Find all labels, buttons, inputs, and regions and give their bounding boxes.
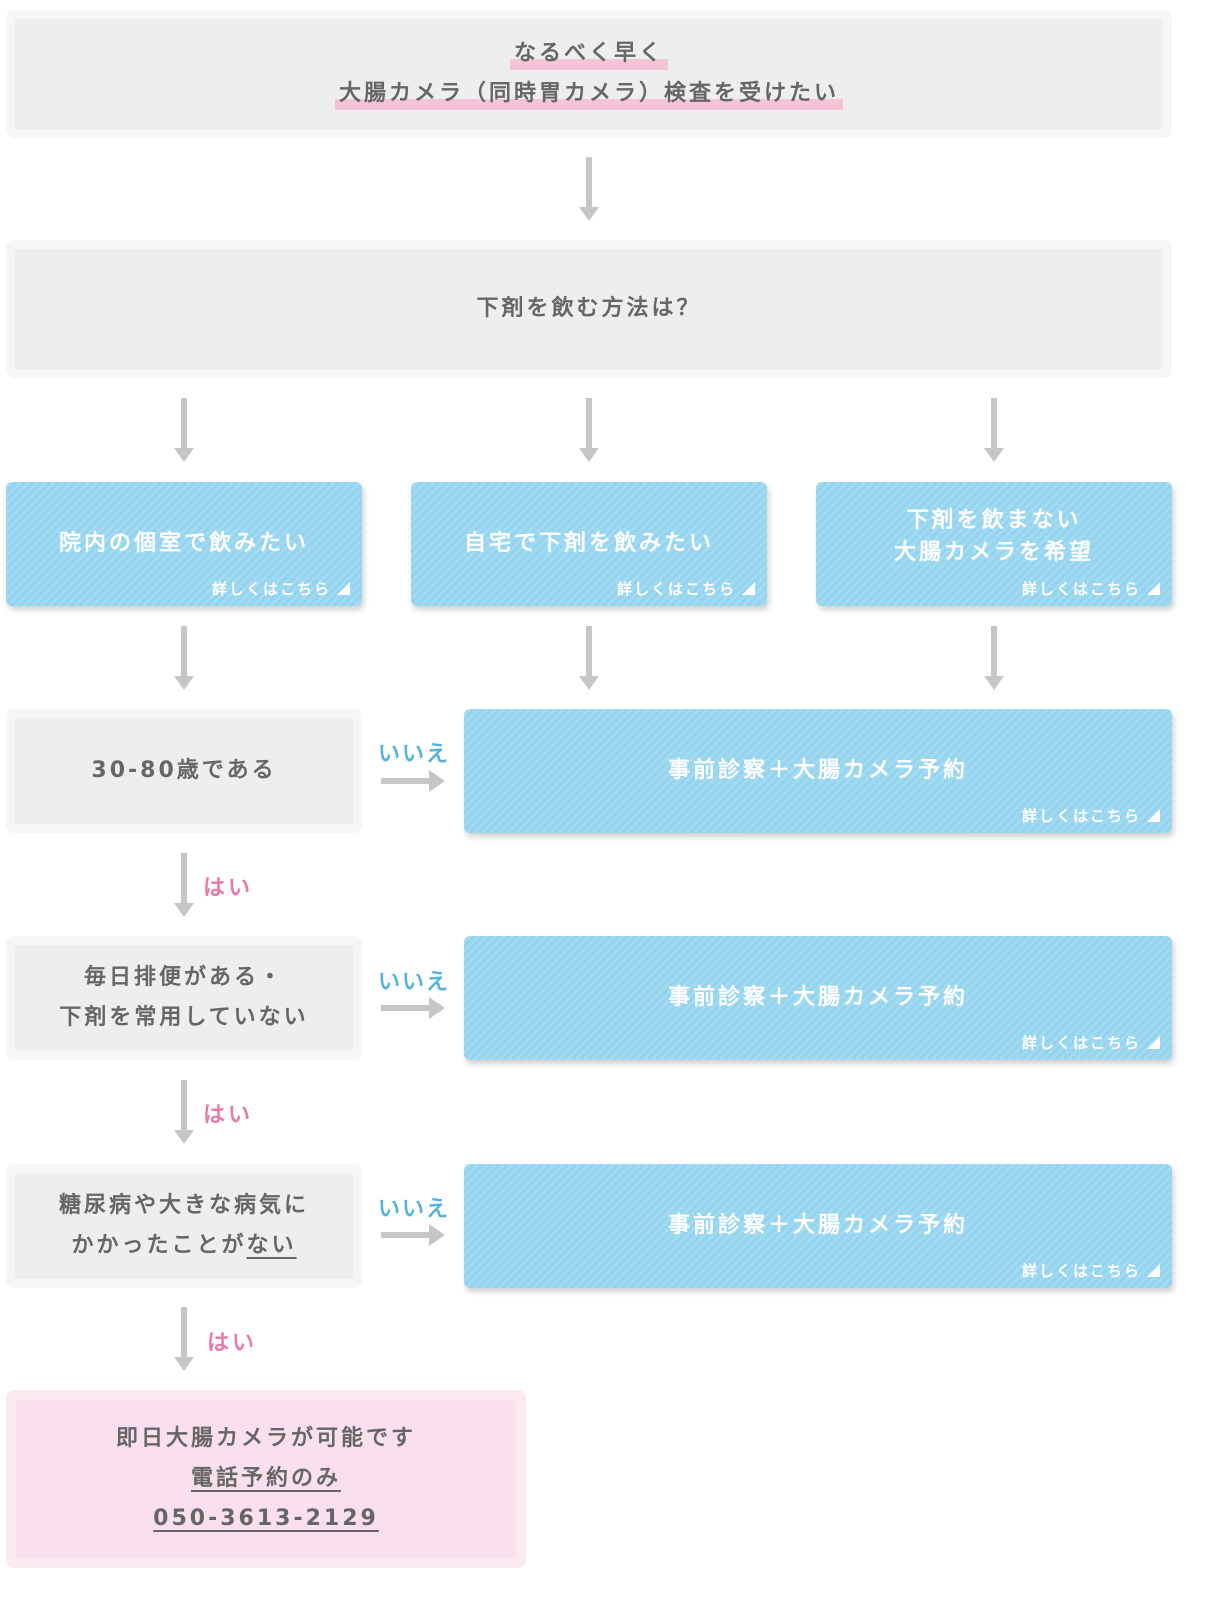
start-line1: なるべく早く [509,34,668,74]
arrow-down-3 [984,626,1004,690]
corner-triangle-icon [1147,582,1160,595]
no-label: いいえ [378,970,451,995]
arrow-down-yes-2 [174,1080,194,1144]
arrow-down-yes-1 [174,853,194,917]
corner-triangle-icon [1147,809,1160,822]
result-consult-button[interactable]: 事前診察＋大腸カメラ予約 詳しくはこちら [464,709,1172,833]
details-link[interactable]: 詳しくはこちら [212,580,350,598]
result-label: 事前診察＋大腸カメラ予約 [667,1213,968,1238]
arrow-down-2 [579,626,599,690]
phone-number-link[interactable]: 050-3613-2129 [153,1506,379,1531]
option-inhospital-button[interactable]: 院内の個室で飲みたい 詳しくはこちら [6,482,362,606]
check-bowel-box: 毎日排便がある・ 下剤を常用していない [6,936,362,1060]
start-box-inner: なるべく早く 大腸カメラ（同時胃カメラ）検査を受けたい [15,19,1163,129]
corner-triangle-icon [337,582,350,595]
yes-label: はい [203,1103,254,1128]
method-question-box: 下剤を飲む方法は？ [6,240,1172,378]
arrow-down-start [579,157,599,221]
start-box: なるべく早く 大腸カメラ（同時胃カメラ）検査を受けたい [6,10,1172,138]
result-consult-button[interactable]: 事前診察＋大腸カメラ予約 詳しくはこちら [464,936,1172,1060]
check-bowel-line1: 毎日排便がある・ [83,965,284,990]
yes-label: はい [207,1331,258,1356]
final-line1: 即日大腸カメラが可能です [115,1426,416,1451]
details-link[interactable]: 詳しくはこちら [1022,1262,1160,1280]
arrow-down-option-2 [579,398,599,462]
details-link[interactable]: 詳しくはこちら [1022,807,1160,825]
arrow-right-3 [381,1224,445,1246]
option-no-laxative-button[interactable]: 下剤を飲まない 大腸カメラを希望 詳しくはこちら [816,482,1172,606]
check-bowel-line2: 下剤を常用していない [59,1005,309,1030]
arrow-down-yes-3 [174,1307,194,1371]
option-label-line2: 大腸カメラを希望 [893,540,1094,565]
yes-label: はい [203,876,254,901]
phone-reservation-link[interactable]: 電話予約のみ [190,1466,341,1491]
result-label: 事前診察＋大腸カメラ予約 [667,758,968,783]
no-label: いいえ [378,1197,451,1222]
check-illness-line2: かかったことがない [71,1233,297,1258]
final-result-box: 即日大腸カメラが可能です 電話予約のみ 050-3613-2129 [6,1390,526,1568]
details-link[interactable]: 詳しくはこちら [617,580,755,598]
option-label-line1: 下剤を飲まない [906,508,1082,533]
start-line2: 大腸カメラ（同時胃カメラ）検査を受けたい [334,74,843,114]
check-illness-box: 糖尿病や大きな病気に かかったことがない [6,1164,362,1288]
check-age-text: 30-80歳である [91,758,277,783]
arrow-down-option-1 [174,398,194,462]
arrow-right-2 [381,997,445,1019]
option-label: 自宅で下剤を飲みたい [463,531,714,556]
arrow-down-1 [174,626,194,690]
corner-triangle-icon [1147,1264,1160,1277]
result-label: 事前診察＋大腸カメラ予約 [667,985,968,1010]
details-link[interactable]: 詳しくはこちら [1022,1034,1160,1052]
result-consult-button[interactable]: 事前診察＋大腸カメラ予約 詳しくはこちら [464,1164,1172,1288]
arrow-down-option-3 [984,398,1004,462]
no-label: いいえ [378,742,451,767]
details-link[interactable]: 詳しくはこちら [1022,580,1160,598]
corner-triangle-icon [1147,1036,1160,1049]
check-illness-line1: 糖尿病や大きな病気に [58,1193,309,1218]
arrow-right-1 [381,770,445,792]
corner-triangle-icon [742,582,755,595]
check-age-box: 30-80歳である [6,709,362,833]
option-label: 院内の個室で飲みたい [58,531,309,556]
option-athome-button[interactable]: 自宅で下剤を飲みたい 詳しくはこちら [411,482,767,606]
method-question-text: 下剤を飲む方法は？ [476,296,702,321]
